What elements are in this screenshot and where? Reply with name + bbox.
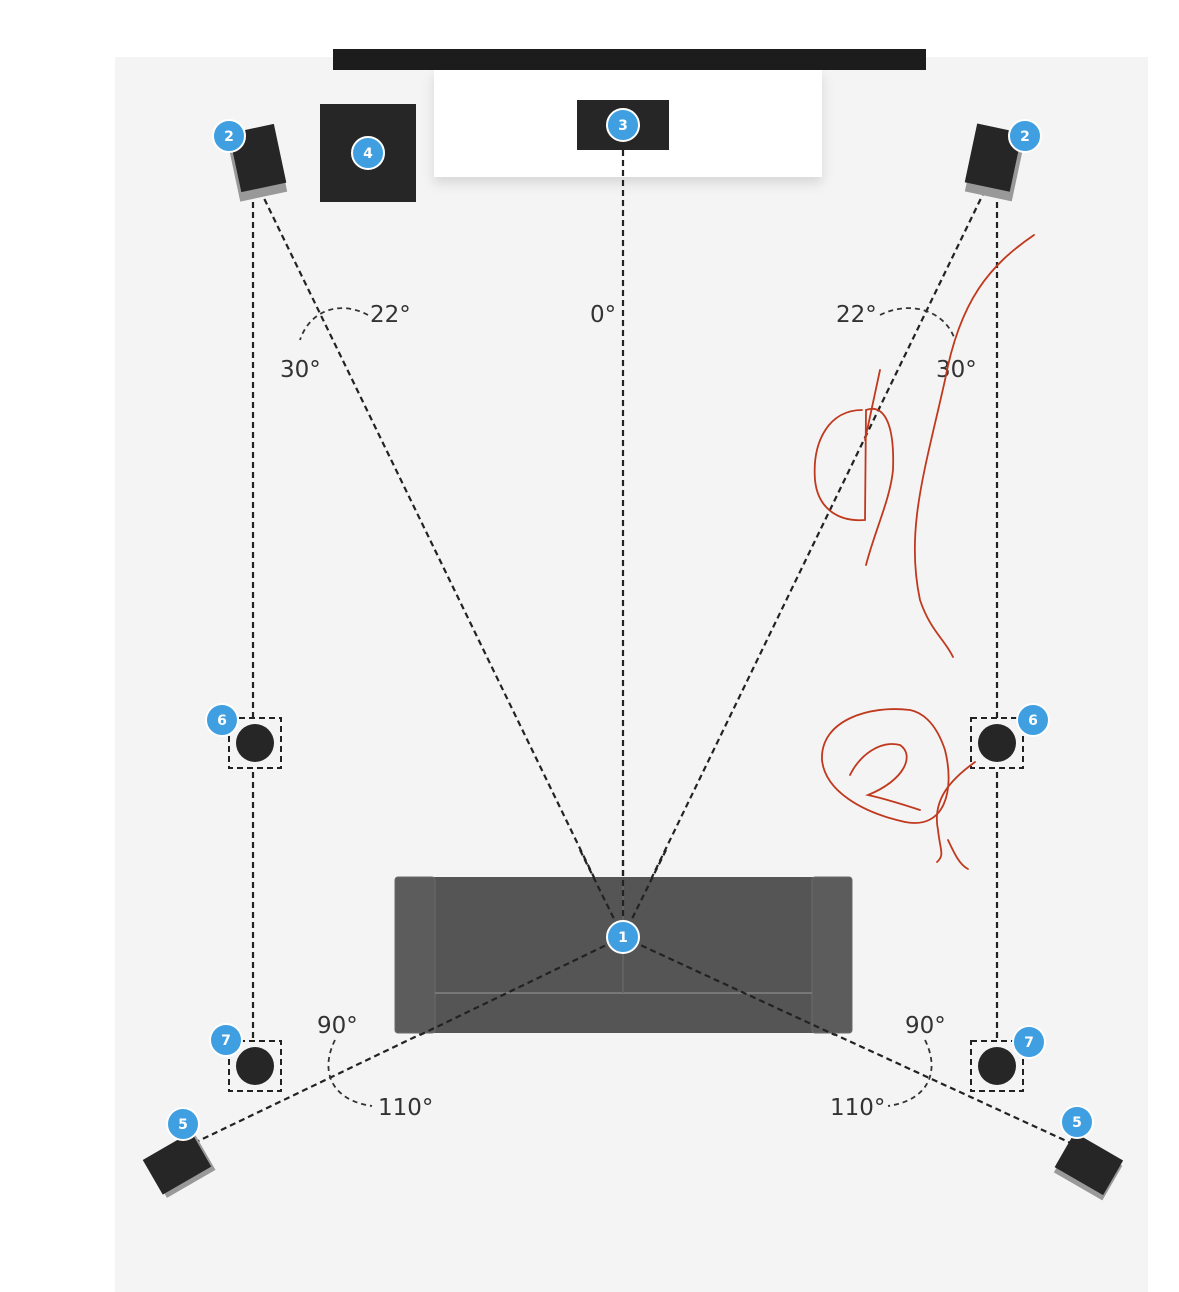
side-right-speaker [970,717,1024,769]
angle-label-front-right-22: 22° [836,302,877,328]
badge-front-right: 2 [1008,119,1042,153]
angle-label-surround-right-110: 110° [830,1095,885,1121]
badge-listener: 1 [606,920,640,954]
angle-label-surround-left-110: 110° [378,1095,433,1121]
badge-side-right: 6 [1016,703,1050,737]
badge-rear-right: 7 [1012,1025,1046,1059]
badge-surround-left: 5 [166,1107,200,1141]
tv-screen [333,49,926,70]
svg-text:2: 2 [224,129,234,145]
svg-text:3: 3 [618,118,628,134]
badge-front-left: 2 [212,119,246,153]
svg-text:6: 6 [217,713,227,729]
badge-subwoofer: 4 [351,136,385,170]
angle-label-front-left-30: 30° [280,357,321,383]
badge-surround-right: 5 [1060,1105,1094,1139]
svg-text:5: 5 [178,1117,188,1133]
svg-text:2: 2 [1020,129,1030,145]
badge-rear-left: 7 [209,1023,243,1057]
surround-right-speaker [1053,1132,1124,1201]
svg-text:5: 5 [1072,1115,1082,1131]
badge-center: 3 [606,108,640,142]
handwritten-annotation [813,234,1035,870]
rear-right-speaker [970,1040,1024,1092]
svg-text:7: 7 [1024,1035,1034,1051]
angle-label-center-0: 0° [590,302,616,328]
front-right-speaker [964,123,1025,202]
svg-text:1: 1 [618,930,628,946]
angle-label-front-left-22: 22° [370,302,411,328]
svg-text:6: 6 [1028,713,1038,729]
surround-left-speaker [142,1131,216,1198]
angle-label-front-right-30: 30° [936,357,977,383]
angle-label-surround-right-90: 90° [905,1013,946,1039]
angle-label-surround-left-90: 90° [317,1013,358,1039]
svg-text:7: 7 [221,1033,231,1049]
angle-arcs [299,307,956,1107]
sofa [394,876,853,1034]
badge-side-left: 6 [205,703,239,737]
svg-text:4: 4 [363,146,373,162]
